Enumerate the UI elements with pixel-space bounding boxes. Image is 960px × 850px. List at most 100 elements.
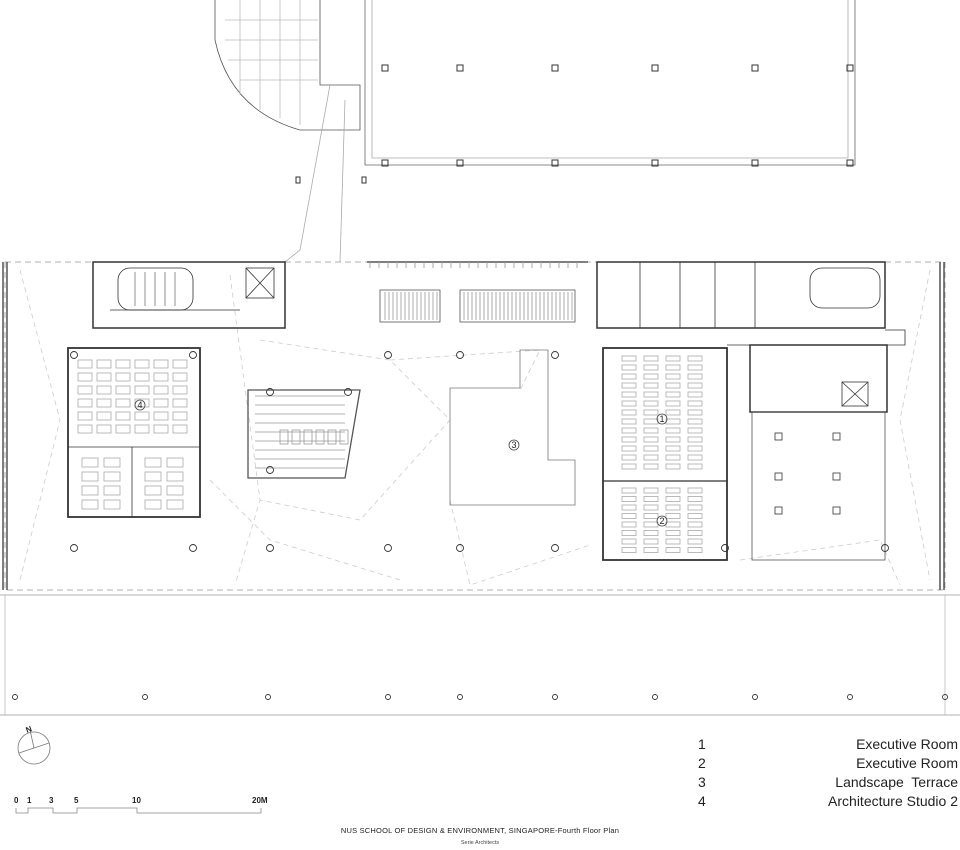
- desk: [172, 398, 188, 408]
- desk: [166, 485, 184, 496]
- desk: [81, 471, 99, 482]
- desk: [96, 359, 112, 369]
- column: [361, 176, 367, 184]
- ramp-step: [291, 429, 301, 445]
- seat: [687, 418, 703, 425]
- seat: [643, 355, 659, 362]
- desk: [153, 424, 169, 434]
- column: [384, 544, 392, 552]
- column: [456, 64, 464, 72]
- seat: [643, 427, 659, 434]
- seat: [665, 454, 681, 461]
- drawing-subtitle: Serie Architects: [460, 840, 500, 846]
- upper-building: [214, 0, 856, 263]
- seat: [665, 373, 681, 380]
- seat: [643, 445, 659, 452]
- seat: [665, 355, 681, 362]
- desk: [77, 424, 93, 434]
- room-number-circles: [134, 399, 668, 527]
- column: [651, 64, 659, 72]
- column: [70, 351, 78, 359]
- seat: [643, 409, 659, 416]
- column: [652, 694, 658, 700]
- seat: [665, 391, 681, 398]
- column: [385, 694, 391, 700]
- seat: [665, 538, 681, 545]
- desk: [77, 411, 93, 421]
- seat: [621, 436, 637, 443]
- seat: [621, 538, 637, 545]
- central-stair: [367, 261, 588, 323]
- seat: [687, 382, 703, 389]
- seat: [621, 445, 637, 452]
- seat: [643, 521, 659, 528]
- seat: [665, 382, 681, 389]
- seat: [687, 355, 703, 362]
- desk: [96, 398, 112, 408]
- seat: [687, 400, 703, 407]
- room-number-2: 2: [659, 516, 664, 526]
- seat: [643, 538, 659, 545]
- seat: [643, 436, 659, 443]
- desk: [77, 372, 93, 382]
- right-service-core: [596, 261, 906, 413]
- desk: [153, 385, 169, 395]
- legend-label: Architecture Studio 2: [828, 793, 958, 809]
- legend-label: Landscape Terrace: [835, 774, 958, 790]
- seat: [643, 530, 659, 536]
- column: [551, 351, 559, 359]
- column: [881, 544, 889, 552]
- column: [265, 694, 271, 700]
- column: [751, 64, 759, 72]
- desk: [134, 385, 150, 395]
- seat: [621, 530, 637, 536]
- column: [189, 351, 197, 359]
- seat: [621, 513, 637, 519]
- room-number-1: 1: [659, 414, 664, 424]
- desk: [144, 457, 162, 468]
- scale-tick: 1: [27, 796, 32, 805]
- seat: [643, 400, 659, 407]
- seat: [621, 504, 637, 511]
- desk: [77, 359, 93, 369]
- desk: [172, 411, 188, 421]
- seat: [665, 400, 681, 407]
- desk: [115, 411, 131, 421]
- ramp: [247, 389, 361, 479]
- ramp-step: [327, 429, 337, 445]
- scale-tick: 10: [132, 796, 141, 805]
- desk: [172, 424, 188, 434]
- desk: [166, 471, 184, 482]
- ramp-step: [279, 429, 289, 445]
- column: [456, 351, 464, 359]
- seat: [687, 504, 703, 511]
- room-number-3: 3: [511, 440, 516, 450]
- north-arrow-icon: [17, 729, 51, 765]
- seat: [621, 427, 637, 434]
- right-terrace-columns: [774, 432, 841, 515]
- seat: [643, 382, 659, 389]
- seat: [665, 364, 681, 371]
- seat: [621, 400, 637, 407]
- seat: [665, 496, 681, 502]
- left-stair-core: [92, 261, 286, 329]
- executive-rooms: [602, 347, 728, 561]
- desk: [77, 385, 93, 395]
- seat: [665, 504, 681, 511]
- desk: [103, 485, 121, 496]
- legend-label: Executive Room: [856, 755, 958, 771]
- seat: [665, 463, 681, 470]
- seat: [621, 391, 637, 398]
- column: [12, 694, 18, 700]
- column-grid-main: [12, 351, 948, 700]
- desk: [115, 372, 131, 382]
- seat: [621, 355, 637, 362]
- seat: [687, 409, 703, 416]
- seat: [621, 521, 637, 528]
- desk: [115, 424, 131, 434]
- seat: [621, 409, 637, 416]
